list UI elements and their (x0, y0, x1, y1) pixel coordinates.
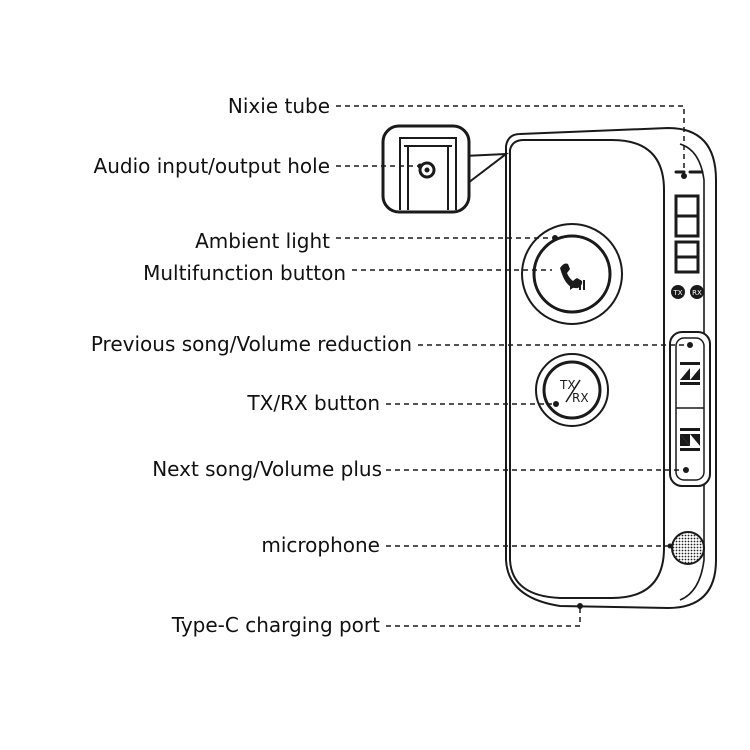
leader-lines (336, 105, 688, 627)
audio-jack-illustration (399, 137, 457, 210)
microphone-grille (671, 531, 705, 565)
label-txrx-button: TX/RX button (247, 391, 380, 415)
nixie-tube-display (674, 170, 704, 274)
device-shell (505, 126, 717, 610)
indicator-rx (690, 285, 704, 299)
previous-dot (687, 342, 693, 348)
typec-port-dot (577, 603, 583, 609)
indicator-rx-label: RX (692, 289, 702, 297)
next-dot (683, 467, 689, 473)
play-pause-icon (570, 280, 585, 290)
multifunction-button (532, 234, 612, 314)
ambient-light-dot (552, 235, 558, 241)
label-nixie-tube: Nixie tube (227, 94, 330, 118)
label-microphone: microphone (261, 533, 380, 557)
audio-inset-pointer (463, 152, 510, 187)
txrx-dot (553, 401, 559, 407)
label-previous-song: Previous song/Volume reduction (90, 332, 412, 356)
txrx-label-bottom: RX (572, 391, 589, 405)
phone-handset-icon (560, 263, 583, 289)
label-ambient-light: Ambient light (195, 229, 330, 253)
txrx-label-top: TX (559, 378, 576, 392)
label-audio-hole: Audio input/output hole (93, 154, 330, 178)
device-front (509, 139, 665, 599)
label-next-song: Next song/Volume plus (152, 457, 382, 481)
indicator-tx-label: TX (672, 289, 682, 297)
label-typec-port: Type-C charging port (171, 613, 380, 637)
label-multifunction-button: Multifunction button (143, 261, 346, 285)
indicator-tx (671, 285, 685, 299)
multifunction-button-ring (521, 223, 623, 325)
track-rocker-inner (675, 337, 705, 481)
next-track-icon (680, 428, 700, 451)
txrx-button-ring (535, 353, 609, 427)
previous-track-icon (680, 362, 700, 385)
